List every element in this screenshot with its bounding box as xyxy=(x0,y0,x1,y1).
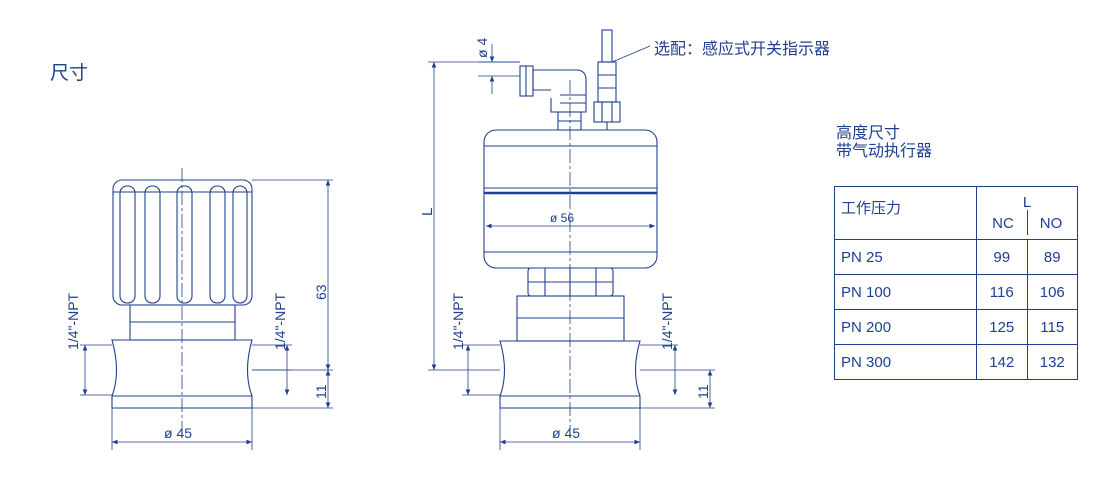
table-title-line2: 带气动执行器 xyxy=(836,141,933,160)
npt-label-right-actuated: 1/4"-NPT xyxy=(659,292,675,350)
header-nc: NC xyxy=(992,215,1014,232)
row-no: 106 xyxy=(1026,274,1078,310)
table-header-row: 工作压力 L NC NO xyxy=(834,186,1078,240)
row-nc: 116 xyxy=(976,274,1028,310)
row-no: 132 xyxy=(1026,344,1078,380)
table-row: PN 25 99 89 xyxy=(834,239,1078,275)
sensor-cable xyxy=(601,29,613,63)
knob-rib xyxy=(144,185,161,304)
knob-rib xyxy=(232,185,248,304)
sensor-nut xyxy=(593,101,621,123)
elbow-fitting xyxy=(532,69,587,113)
height-11-label-actuated: 11 xyxy=(695,384,711,399)
header-L-group: L NC NO xyxy=(976,186,1078,240)
knob-rib xyxy=(176,185,193,304)
npt-label-right: 1/4"-NPT xyxy=(272,292,288,350)
length-L-label: L xyxy=(419,208,436,216)
npt-label-left-actuated: 1/4"-NPT xyxy=(450,292,466,350)
diameter-4-label: ø 4 xyxy=(474,38,490,58)
row-nc: 125 xyxy=(976,309,1028,345)
actuator-body xyxy=(483,129,658,269)
pneumatic-valve-drawing xyxy=(428,29,715,450)
header-L: L xyxy=(1022,194,1032,211)
pressure-height-table: 工作压力 L NC NO PN 25 99 89 PN 100 116 106 … xyxy=(834,186,1078,380)
option-note: 选配：感应式开关指示器 xyxy=(654,39,830,58)
row-no: 115 xyxy=(1026,309,1078,345)
table-title-line1: 高度尺寸 xyxy=(836,123,901,142)
npt-label-left: 1/4"-NPT xyxy=(65,292,81,350)
row-pressure: PN 200 xyxy=(834,309,977,345)
table-row: PN 300 142 132 xyxy=(834,344,1078,380)
knob-body xyxy=(112,179,253,306)
height-11-label: 11 xyxy=(313,384,329,399)
valve-base xyxy=(111,339,253,409)
table-row: PN 200 125 115 xyxy=(834,309,1078,345)
row-pressure: PN 25 xyxy=(834,239,977,275)
manual-valve-drawing xyxy=(80,168,333,450)
page-title: 尺寸 xyxy=(50,62,89,84)
header-no: NO xyxy=(1039,215,1063,232)
row-nc: 142 xyxy=(976,344,1028,380)
row-pressure: PN 100 xyxy=(834,274,977,310)
table-title: 高度尺寸 带气动执行器 xyxy=(836,124,932,160)
header-pressure: 工作压力 xyxy=(834,186,977,240)
knob-rib xyxy=(119,185,136,304)
diameter-45-label: ø 45 xyxy=(164,425,192,441)
row-nc: 99 xyxy=(976,239,1028,275)
diameter-56-label: ø 56 xyxy=(550,211,574,225)
row-no: 89 xyxy=(1026,239,1078,275)
sensor-body xyxy=(597,61,617,103)
diameter-45-label-actuated: ø 45 xyxy=(552,425,580,441)
knob-rib xyxy=(209,185,226,304)
row-pressure: PN 300 xyxy=(834,344,977,380)
table-row: PN 100 116 106 xyxy=(834,274,1078,310)
height-63-label: 63 xyxy=(313,284,329,300)
